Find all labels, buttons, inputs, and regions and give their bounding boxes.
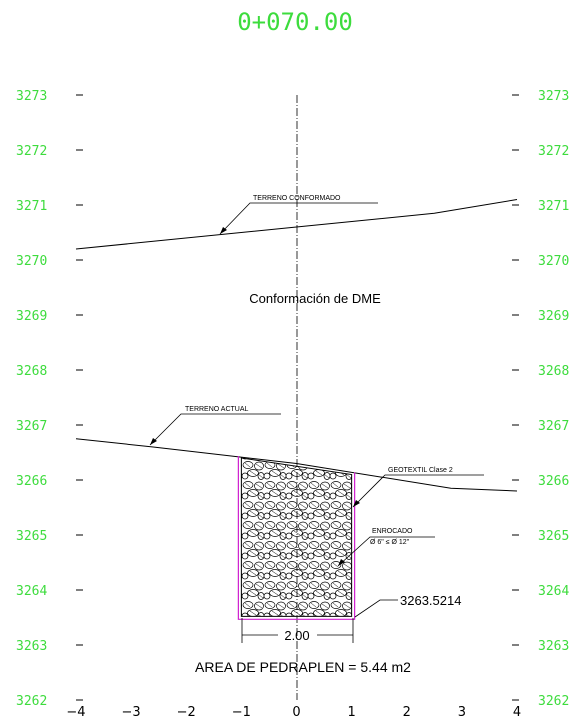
right-elevation-label-3266: 3266: [538, 474, 569, 489]
width-label: 2.00: [284, 628, 309, 643]
axes: 3262 3262 3263 3263 3264 3264 3265 3265 3266 3266…: [16, 89, 569, 720]
right-elevation-label-3272: 3272: [538, 144, 569, 159]
leader-terreno-actual: TERRENO ACTUAL: [149, 406, 281, 446]
x-tick-label--3: −3: [122, 705, 141, 720]
label-terreno-conformado: TERRENO CONFORMADO: [253, 195, 341, 202]
bottom-elevation-label: 3263.5214: [400, 593, 461, 608]
x-tick-label--1: −1: [232, 705, 251, 720]
leader-enrocado: ENROCADO Ø 6" ≤ Ø 12": [337, 528, 435, 567]
leader-terreno-conformado: TERRENO CONFORMADO: [219, 195, 378, 235]
left-elevation-label-3265: 3265: [16, 529, 47, 544]
label-geotextil: GEOTEXTIL Clase 2: [388, 467, 453, 474]
x-tick-label-2: 2: [403, 705, 411, 720]
left-elevation-label-3263: 3263: [16, 639, 47, 654]
left-elevation-label-3267: 3267: [16, 419, 47, 434]
left-elevation-label-3271: 3271: [16, 199, 47, 214]
x-tick-label-0: 0: [292, 705, 300, 720]
x-tick-label-1: 1: [347, 705, 355, 720]
right-elevation-label-3270: 3270: [538, 254, 569, 269]
left-elevation-label-3273: 3273: [16, 89, 47, 104]
right-elevation-label-3273: 3273: [538, 89, 569, 104]
label-enrocado-spec: Ø 6" ≤ Ø 12": [370, 539, 410, 546]
zone-label: Conformación de DME: [249, 291, 381, 306]
right-elevation-label-3267: 3267: [538, 419, 569, 434]
x-tick-label-4: 4: [513, 705, 521, 720]
label-enrocado: ENROCADO: [372, 528, 413, 535]
left-elevation-label-3264: 3264: [16, 584, 47, 599]
leader-geotextil: GEOTEXTIL Clase 2: [352, 467, 484, 508]
x-tick-label--2: −2: [177, 705, 196, 720]
x-tick-label--4: −4: [66, 705, 85, 720]
area-label: AREA DE PEDRAPLEN = 5.44 m2: [195, 659, 411, 675]
pedraplen-rockfill: [240, 457, 353, 617]
section-title: 0+070.00: [237, 8, 353, 36]
left-elevation-label-3269: 3269: [16, 309, 47, 324]
geotextile-line: [237, 456, 356, 620]
width-dimension: 2.00: [241, 618, 354, 643]
right-elevation-label-3265: 3265: [538, 529, 569, 544]
left-elevation-label-3268: 3268: [16, 364, 47, 379]
right-elevation-label-3263: 3263: [538, 639, 569, 654]
left-elevation-label-3270: 3270: [16, 254, 47, 269]
right-elevation-label-3268: 3268: [538, 364, 569, 379]
terreno-conformado-line: [75, 199, 518, 250]
left-elevation-label-3262: 3262: [16, 694, 47, 709]
label-terreno-actual: TERRENO ACTUAL: [185, 406, 249, 413]
x-tick-label-3: 3: [458, 705, 466, 720]
bottom-elevation-callout: 3263.5214: [354, 593, 461, 618]
left-elevation-label-3272: 3272: [16, 144, 47, 159]
terreno-actual-line: [75, 438, 518, 492]
left-elevation-label-3266: 3266: [16, 474, 47, 489]
right-elevation-label-3262: 3262: [538, 694, 569, 709]
right-elevation-label-3269: 3269: [538, 309, 569, 324]
right-elevation-label-3264: 3264: [538, 584, 569, 599]
right-elevation-label-3271: 3271: [538, 199, 569, 214]
